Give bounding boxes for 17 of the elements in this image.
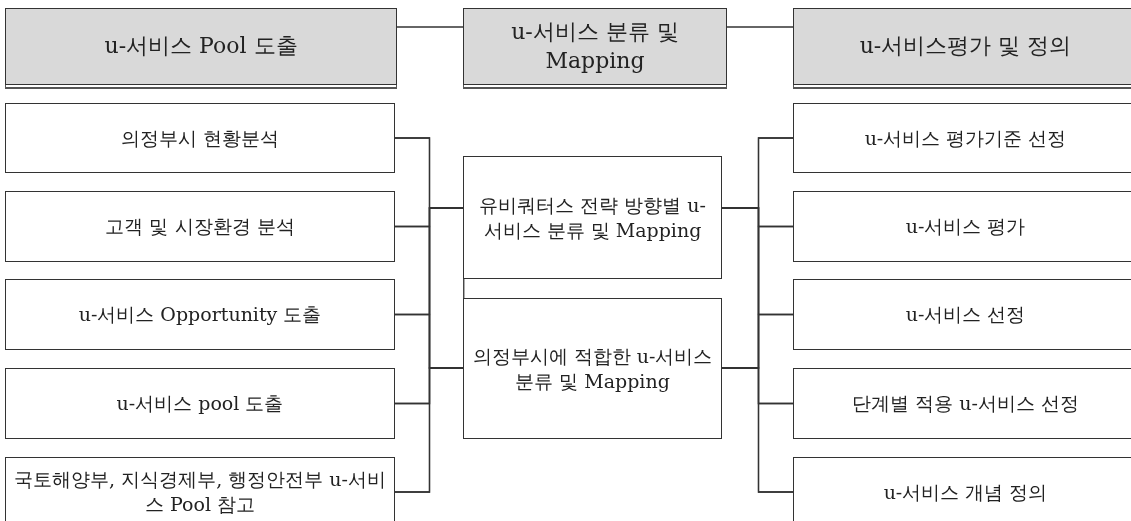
connector-line	[394, 367, 464, 493]
connector-line	[396, 26, 464, 28]
connector-line	[726, 26, 794, 28]
step-box: 의정부시 현황분석	[5, 103, 395, 173]
step-box: u-서비스 평가기준 선정	[793, 103, 1131, 173]
step-box: 고객 및 시장환경 분석	[5, 191, 395, 262]
step-box: u-서비스 선정	[793, 279, 1131, 350]
category-box: 유비쿼터스 전략 방향별 u-서비스 분류 및 Mapping	[463, 156, 722, 279]
step-box: u-서비스 pool 도출	[5, 368, 395, 439]
category-box: 의정부시에 적합한 u-서비스 분류 및 Mapping	[463, 298, 722, 439]
connector-line	[721, 367, 794, 493]
step-box: u-서비스 평가	[793, 191, 1131, 262]
step-box: 단계별 적용 u-서비스 선정	[793, 368, 1131, 439]
step-box: u-서비스 Opportunity 도출	[5, 279, 395, 350]
step-box: u-서비스 개념 정의	[793, 457, 1131, 521]
step-box: 국토해양부, 지식경제부, 행정안전부 u-서비스 Pool 참고	[5, 457, 395, 521]
connector-line	[463, 278, 465, 299]
